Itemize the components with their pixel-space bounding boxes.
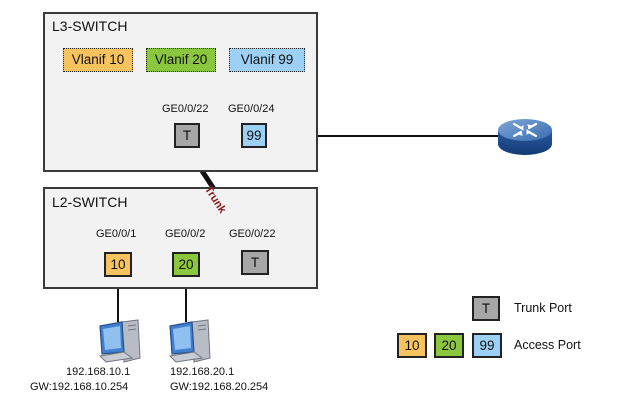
vlanif-10: Vlanif 10 bbox=[63, 48, 133, 72]
l3-port-ge0-0-22[interactable]: T bbox=[174, 123, 200, 148]
l3-switch-box bbox=[43, 12, 318, 172]
legend-access-99: 99 bbox=[472, 333, 502, 358]
legend-access-10: 10 bbox=[397, 333, 427, 358]
vlanif-99: Vlanif 99 bbox=[229, 48, 305, 72]
router-icon[interactable] bbox=[496, 112, 554, 160]
l3-switch-title: L3-SWITCH bbox=[52, 18, 128, 34]
l3-port-label-ge0-0-24: GE0/0/24 bbox=[228, 103, 275, 115]
l2-port-ge0-0-22[interactable]: T bbox=[241, 250, 269, 275]
l2-port-label-ge0-0-1: GE0/0/1 bbox=[96, 228, 137, 240]
l2-port-label-ge0-0-22: GE0/0/22 bbox=[229, 228, 276, 240]
legend-trunk-port: T bbox=[472, 296, 500, 321]
l2-port-label-ge0-0-2: GE0/0/2 bbox=[165, 228, 206, 240]
host-2-ip: 192.168.20.1 bbox=[170, 366, 235, 378]
legend-access-label: Access Port bbox=[514, 338, 581, 352]
host-2-gw: GW:192.168.20.254 bbox=[170, 381, 269, 393]
pc-icon[interactable] bbox=[96, 318, 144, 364]
legend-access-20: 20 bbox=[434, 333, 464, 358]
l2-port-ge0-0-2[interactable]: 20 bbox=[172, 252, 200, 277]
l3-port-ge0-0-24[interactable]: 99 bbox=[241, 123, 267, 148]
l3-port-label-ge0-0-22: GE0/0/22 bbox=[162, 103, 209, 115]
pc-icon[interactable] bbox=[166, 318, 214, 364]
host-1-ip: 192.168.10.1 bbox=[66, 366, 131, 378]
vlanif-20: Vlanif 20 bbox=[146, 48, 216, 72]
l2-switch-title: L2-SWITCH bbox=[52, 194, 128, 210]
host-1-gw: GW:192.168.10.254 bbox=[30, 381, 129, 393]
l2-port-ge0-0-1[interactable]: 10 bbox=[104, 252, 132, 277]
legend-trunk-label: Trunk Port bbox=[514, 301, 572, 315]
